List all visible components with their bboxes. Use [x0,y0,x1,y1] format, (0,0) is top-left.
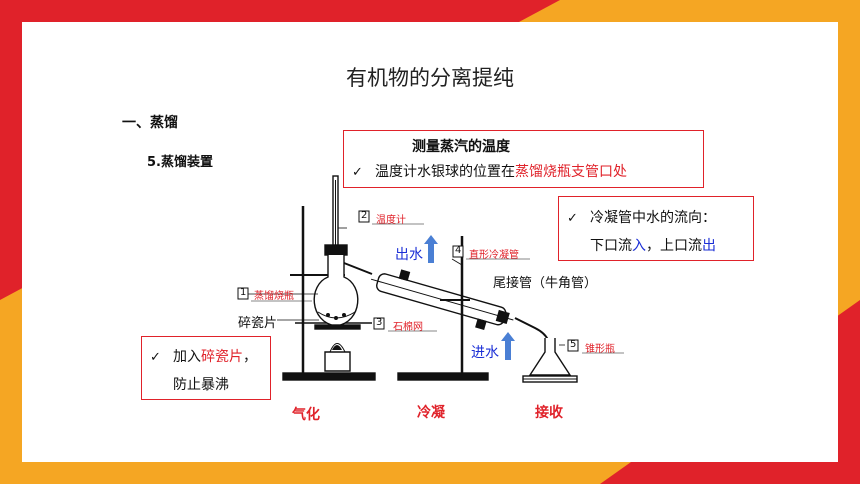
check-icon: ✓ [352,165,363,180]
callout-chips-line1: ✓ 加入碎瓷片， [150,346,257,366]
stage-collect: 接收 [535,405,563,421]
callout-thermometer: 测量蒸汽的温度 ✓ 温度计水银球的位置在蒸馏烧瓶支管口处 [343,130,704,188]
stage-condense: 冷凝 [417,405,445,421]
callout-porcelain-chips: ✓ 加入碎瓷片， 防止暴沸 [141,336,271,400]
check-icon: ✓ [567,211,578,226]
label-thermometer: 温度计 [376,215,406,226]
subsection-heading: 5.蒸馏装置 [147,155,213,170]
callout-text-part: ， [646,238,660,254]
label-number-4: 4 [455,245,462,256]
label-number-3: 3 [376,317,383,328]
arrow-up-in [501,332,515,360]
label-conical-flask: 锥形瓶 [585,344,615,355]
stopper [324,244,348,256]
label-condenser: 直形冷凝管 [469,250,519,261]
callout-water-line1: ✓ 冷凝管中水的流向： [567,207,716,227]
label-adapter: 尾接管（牛角管） [493,276,598,291]
conical-flask [528,338,572,376]
label-porcelain-chips: 碎瓷片 [238,316,278,331]
label-distillation-flask: 蒸馏烧瓶 [254,291,294,302]
stage-vaporize: 气化 [292,407,320,423]
callout-thermometer-title: 测量蒸汽的温度 [412,139,510,155]
callout-text-part: 下口流 [590,238,632,254]
label-water-out: 出水 [395,247,423,263]
label-asbestos-gauze: 石棉网 [393,322,423,333]
callout-text-part: 加入 [173,349,201,365]
callout-text-part: 入 [632,238,646,254]
stand-base-2 [397,372,489,381]
callout-text-part: 上口流 [660,238,702,254]
stand-base-1 [282,372,376,381]
callout-thermometer-text: ✓ 温度计水银球的位置在蒸馏烧瓶支管口处 [352,161,627,181]
callout-text-part: 出 [702,238,716,254]
water-flow-arrows [424,235,515,360]
callout-water-line2: 下口流入，上口流出 [590,235,716,255]
asbestos-gauze [314,324,361,330]
check-icon: ✓ [150,350,161,365]
alcohol-lamp [324,351,351,372]
section-heading: 一、蒸馏 [122,115,178,131]
arrow-up-out [424,235,438,263]
label-water-in: 进水 [471,345,499,361]
callout-chips-line2: 防止暴沸 [173,377,229,393]
callout-text-highlight: 碎瓷片 [201,349,243,365]
adapter-tube [514,317,549,341]
callout-text-part: 冷凝管中水的流向： [590,210,716,226]
label-number-5: 5 [570,339,577,350]
label-number-2: 2 [361,210,368,221]
callout-water-flow: ✓ 冷凝管中水的流向： 下口流入，上口流出 [558,196,754,261]
callout-text-part: ， [243,349,257,365]
callout-text-part: 温度计水银球的位置在 [375,164,515,180]
page-title: 有机物的分离提纯 [346,66,514,90]
callout-text-highlight: 蒸馏烧瓶支管口处 [515,164,627,180]
label-number-1: 1 [240,287,247,298]
